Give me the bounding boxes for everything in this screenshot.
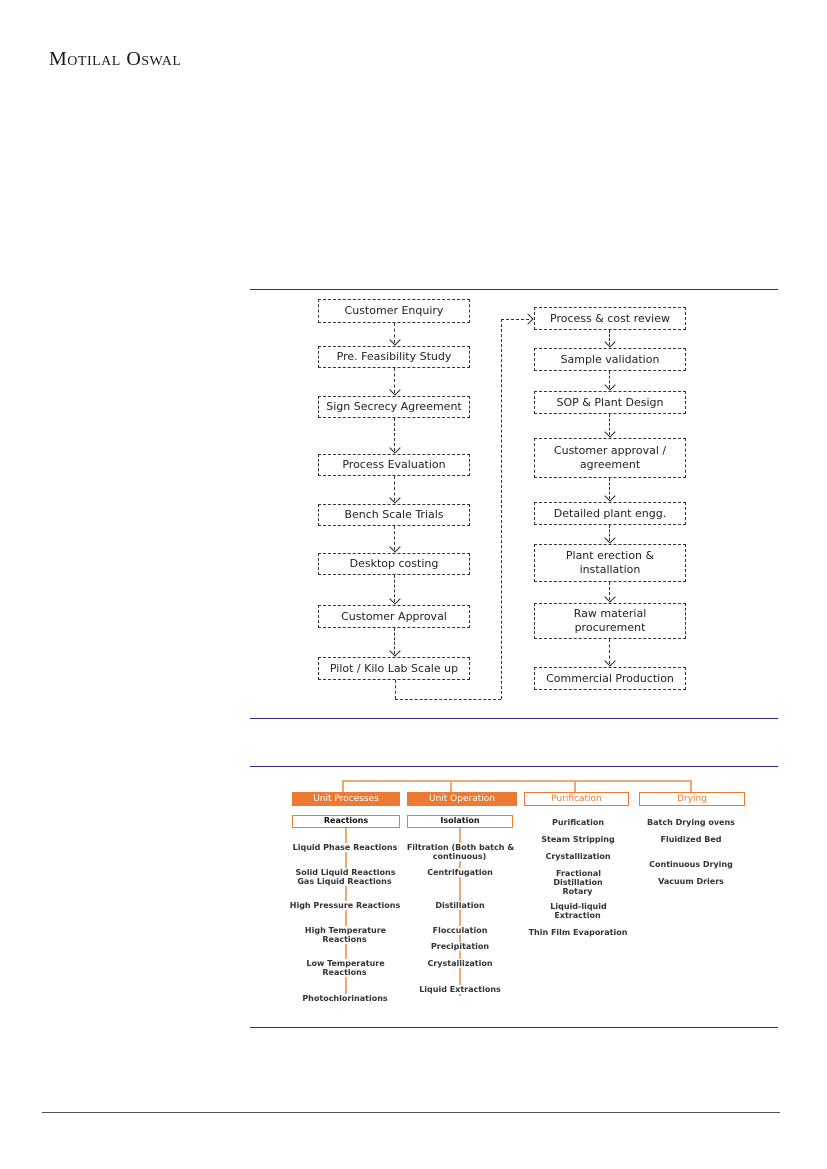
list-item: Centrifugation xyxy=(426,868,494,877)
connector xyxy=(609,371,610,388)
list-item: Photochlorinations xyxy=(301,994,389,1003)
tree-top-line xyxy=(342,780,691,782)
subheader-isolation: Isolation xyxy=(407,815,513,828)
connector xyxy=(394,368,395,393)
connector xyxy=(609,582,610,600)
arrow-down-icon xyxy=(604,490,616,502)
connector xyxy=(394,476,395,501)
flow-box-customer-approval-agreement: Customer approval / agreement xyxy=(534,438,686,478)
list-item: Liquid Extractions xyxy=(418,985,502,994)
crossover-connector xyxy=(501,319,502,699)
footer-rule xyxy=(42,1112,780,1113)
arrow-down-icon xyxy=(389,334,401,346)
brand-logo: Motilal Oswal xyxy=(49,48,182,70)
list-item: Filtration (Both batch & continuous) xyxy=(405,843,515,861)
list-item: Vacuum Driers xyxy=(657,877,725,886)
list-item: Purification xyxy=(550,818,606,827)
list-item: Precipitation xyxy=(429,942,491,951)
connector xyxy=(609,414,610,435)
tree-drop xyxy=(690,780,692,792)
subheader-reactions: Reactions xyxy=(292,815,400,828)
flow-box-secrecy-agreement: Sign Secrecy Agreement xyxy=(318,396,470,418)
flow-box-sop-plant-design: SOP & Plant Design xyxy=(534,391,686,414)
connector xyxy=(394,418,395,451)
flow-box-raw-material: Raw material procurement xyxy=(534,603,686,639)
flow-box-process-cost-review: Process & cost review xyxy=(534,307,686,330)
list-item: Solid Liquid Reactions Gas Liquid Reacti… xyxy=(294,868,396,886)
arrow-right-icon xyxy=(522,313,534,325)
header-purification: Purification xyxy=(524,792,629,806)
arrow-down-icon xyxy=(389,384,401,396)
connector xyxy=(394,323,395,343)
tree-drop xyxy=(574,780,576,792)
list-item: Crystallization xyxy=(426,959,494,968)
arrow-down-icon xyxy=(389,645,401,657)
header-unit-operation: Unit Operation xyxy=(407,792,517,806)
list-item: Distillation xyxy=(434,901,486,910)
tree-drop xyxy=(342,780,344,792)
flow-box-plant-erection: Plant erection & installation xyxy=(534,544,686,582)
crossover-connector xyxy=(395,680,396,699)
list-item: Fractional Distillation Rotary xyxy=(553,869,603,896)
list-item: Liquid-liquid Extraction xyxy=(549,902,607,920)
header-drying: Drying xyxy=(639,792,745,806)
arrow-down-icon xyxy=(604,379,616,391)
connector xyxy=(394,575,395,602)
arrow-down-icon xyxy=(604,336,616,348)
list-item: High Pressure Reactions xyxy=(288,901,402,910)
connector xyxy=(609,330,610,345)
flow-box-bench-scale-trials: Bench Scale Trials xyxy=(318,504,470,526)
arrow-down-icon xyxy=(389,593,401,605)
flow-box-detailed-plant-engg: Detailed plant engg. xyxy=(534,502,686,525)
list-item: Crystallization xyxy=(544,852,612,861)
connector xyxy=(394,526,395,550)
flow-box-commercial-production: Commercial Production xyxy=(534,667,686,690)
flow-box-customer-approval: Customer Approval xyxy=(318,605,470,628)
list-item: Flocculation xyxy=(431,926,489,935)
connector xyxy=(609,478,610,499)
exhibit2-bottom-rule xyxy=(250,1027,778,1028)
list-item: Fluidized Bed xyxy=(659,835,723,844)
connector xyxy=(609,639,610,664)
exhibit1-bottom-rule xyxy=(250,718,778,719)
flow-box-pre-feasibility: Pre. Feasibility Study xyxy=(318,346,470,368)
arrow-down-icon xyxy=(389,541,401,553)
flow-box-customer-enquiry: Customer Enquiry xyxy=(318,299,470,323)
list-item: Liquid Phase Reactions xyxy=(291,843,399,852)
connector xyxy=(394,628,395,654)
exhibit2-top-rule xyxy=(250,766,778,767)
flow-box-pilot-scale-up: Pilot / Kilo Lab Scale up xyxy=(318,657,470,680)
list-item: Thin Film Evaporation xyxy=(527,928,629,937)
list-item: Steam Stripping xyxy=(540,835,616,844)
flow-box-process-evaluation: Process Evaluation xyxy=(318,454,470,476)
column-spine xyxy=(345,828,347,998)
flow-box-desktop-costing: Desktop costing xyxy=(318,553,470,575)
flow-box-sample-validation: Sample validation xyxy=(534,348,686,371)
arrow-down-icon xyxy=(604,426,616,438)
exhibit1-top-rule xyxy=(250,289,778,290)
tree-drop xyxy=(450,780,452,792)
crossover-connector xyxy=(395,699,501,700)
arrow-down-icon xyxy=(389,492,401,504)
list-item: Batch Drying ovens xyxy=(646,818,736,827)
list-item: Continuous Drying xyxy=(648,860,734,869)
list-item: Low Temperature Reactions xyxy=(305,959,385,977)
header-unit-processes: Unit Processes xyxy=(292,792,400,806)
arrow-down-icon xyxy=(604,532,616,544)
arrow-down-icon xyxy=(604,591,616,603)
arrow-down-icon xyxy=(389,442,401,454)
connector xyxy=(609,525,610,541)
arrow-down-icon xyxy=(604,655,616,667)
crossover-connector xyxy=(501,319,529,320)
column-spine xyxy=(459,828,461,996)
list-item: High Temperature Reactions xyxy=(303,926,387,944)
